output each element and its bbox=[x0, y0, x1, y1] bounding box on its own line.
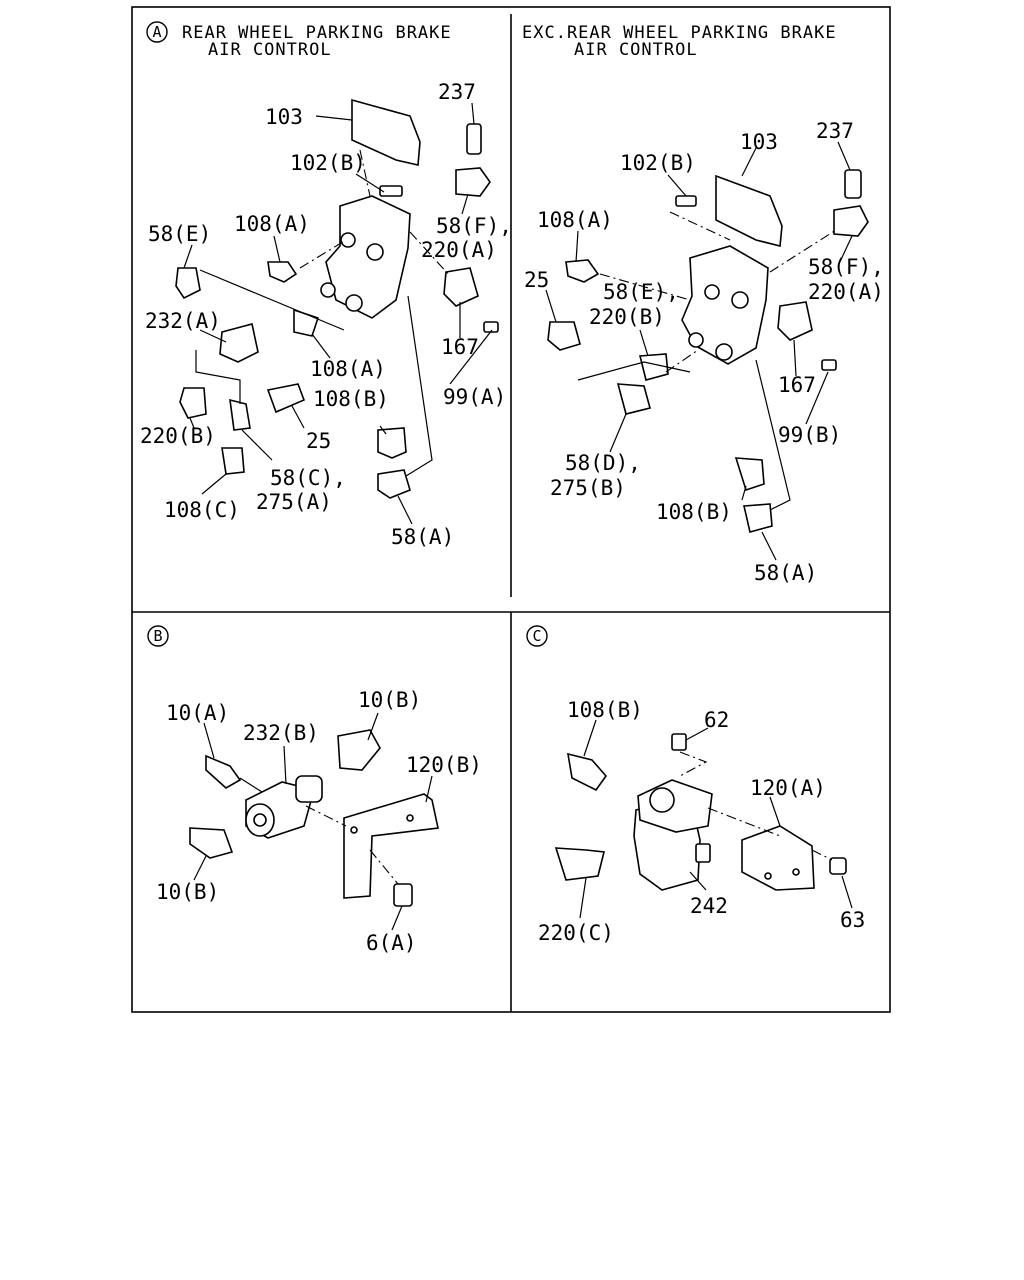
label-167: 167 bbox=[778, 373, 816, 397]
panel-c: C 108(B) 62 bbox=[526, 625, 865, 945]
panel-exc-title-line2: AIR CONTROL bbox=[574, 40, 698, 60]
relay-valve-b bbox=[189, 729, 439, 907]
panel-b: B 10(A) 232(B) bbox=[147, 625, 482, 955]
svg-text:C: C bbox=[532, 627, 541, 645]
label-58a: 58(A) bbox=[391, 525, 454, 549]
panel-c-marker: C bbox=[526, 625, 548, 647]
panel-a-marker: A bbox=[146, 21, 168, 43]
label-108a-top: 108(A) bbox=[234, 212, 310, 236]
panel-a-dash-lines bbox=[299, 149, 451, 277]
label-232b: 232(B) bbox=[243, 721, 319, 745]
label-58e: 58(E) bbox=[148, 222, 211, 246]
label-120a: 120(A) bbox=[750, 776, 826, 800]
label-108b: 108(B) bbox=[313, 387, 389, 411]
valve-assembly-a bbox=[175, 98, 499, 499]
label-220b: 220(B) bbox=[589, 305, 665, 329]
label-220a: 220(A) bbox=[808, 280, 884, 304]
label-220a: 220(A) bbox=[421, 238, 497, 262]
label-108a-bottom: 108(A) bbox=[310, 357, 386, 381]
label-237: 237 bbox=[816, 119, 854, 143]
label-220c: 220(C) bbox=[538, 921, 614, 945]
panel-exc-title-line1: EXC.REAR WHEEL PARKING BRAKE bbox=[522, 23, 837, 43]
label-58d: 58(D), bbox=[565, 451, 641, 475]
label-237: 237 bbox=[438, 80, 476, 104]
label-167: 167 bbox=[441, 335, 479, 359]
panel-a-title-line1: REAR WHEEL PARKING BRAKE bbox=[182, 23, 452, 43]
panel-b-marker: B bbox=[147, 625, 169, 647]
label-6a: 6(A) bbox=[366, 931, 417, 955]
panel-a-title-line2: AIR CONTROL bbox=[208, 40, 332, 60]
label-58c: 58(C), bbox=[270, 466, 346, 490]
panel-c-dash-lines bbox=[679, 751, 833, 861]
label-62: 62 bbox=[704, 708, 729, 732]
diagram-frame bbox=[131, 6, 891, 1013]
panel-c-leaders bbox=[579, 719, 853, 919]
label-232a: 232(A) bbox=[145, 309, 221, 333]
label-10b-top: 10(B) bbox=[358, 688, 421, 712]
label-99b: 99(B) bbox=[778, 423, 841, 447]
label-102b: 102(B) bbox=[290, 151, 366, 175]
label-108a: 108(A) bbox=[537, 208, 613, 232]
label-99a: 99(A) bbox=[443, 385, 506, 409]
label-58f: 58(F), bbox=[808, 255, 884, 279]
label-275b: 275(B) bbox=[550, 476, 626, 500]
label-58a: 58(A) bbox=[754, 561, 817, 585]
label-108b: 108(B) bbox=[656, 500, 732, 524]
valve-assembly-c bbox=[554, 733, 847, 891]
label-103: 103 bbox=[265, 105, 303, 129]
valve-assembly-exc bbox=[547, 169, 869, 533]
label-10b-bottom: 10(B) bbox=[156, 880, 219, 904]
label-25: 25 bbox=[306, 429, 331, 453]
label-102b: 102(B) bbox=[620, 151, 696, 175]
panel-exc-leaders bbox=[545, 141, 853, 561]
label-25: 25 bbox=[524, 268, 549, 292]
label-120b: 120(B) bbox=[406, 753, 482, 777]
panel-b-dash-lines bbox=[305, 805, 399, 885]
panel-a: A REAR WHEEL PARKING BRAKE AIR CONTROL bbox=[140, 21, 512, 549]
svg-text:B: B bbox=[153, 627, 162, 645]
label-63: 63 bbox=[840, 908, 865, 932]
label-108b: 108(B) bbox=[567, 698, 643, 722]
label-58e: 58(E), bbox=[603, 280, 679, 304]
panel-exc-dash-lines bbox=[599, 211, 837, 373]
panel-a-leaders bbox=[183, 102, 493, 525]
label-220b: 220(B) bbox=[140, 424, 216, 448]
panel-b-leaders bbox=[193, 712, 433, 931]
label-275a: 275(A) bbox=[256, 490, 332, 514]
label-58f: 58(F), bbox=[436, 214, 512, 238]
label-108c: 108(C) bbox=[164, 498, 240, 522]
label-10a: 10(A) bbox=[166, 701, 229, 725]
label-103: 103 bbox=[740, 130, 778, 154]
panel-exc: EXC.REAR WHEEL PARKING BRAKE AIR CONTROL bbox=[522, 23, 884, 585]
label-242: 242 bbox=[690, 894, 728, 918]
svg-text:A: A bbox=[152, 23, 161, 41]
